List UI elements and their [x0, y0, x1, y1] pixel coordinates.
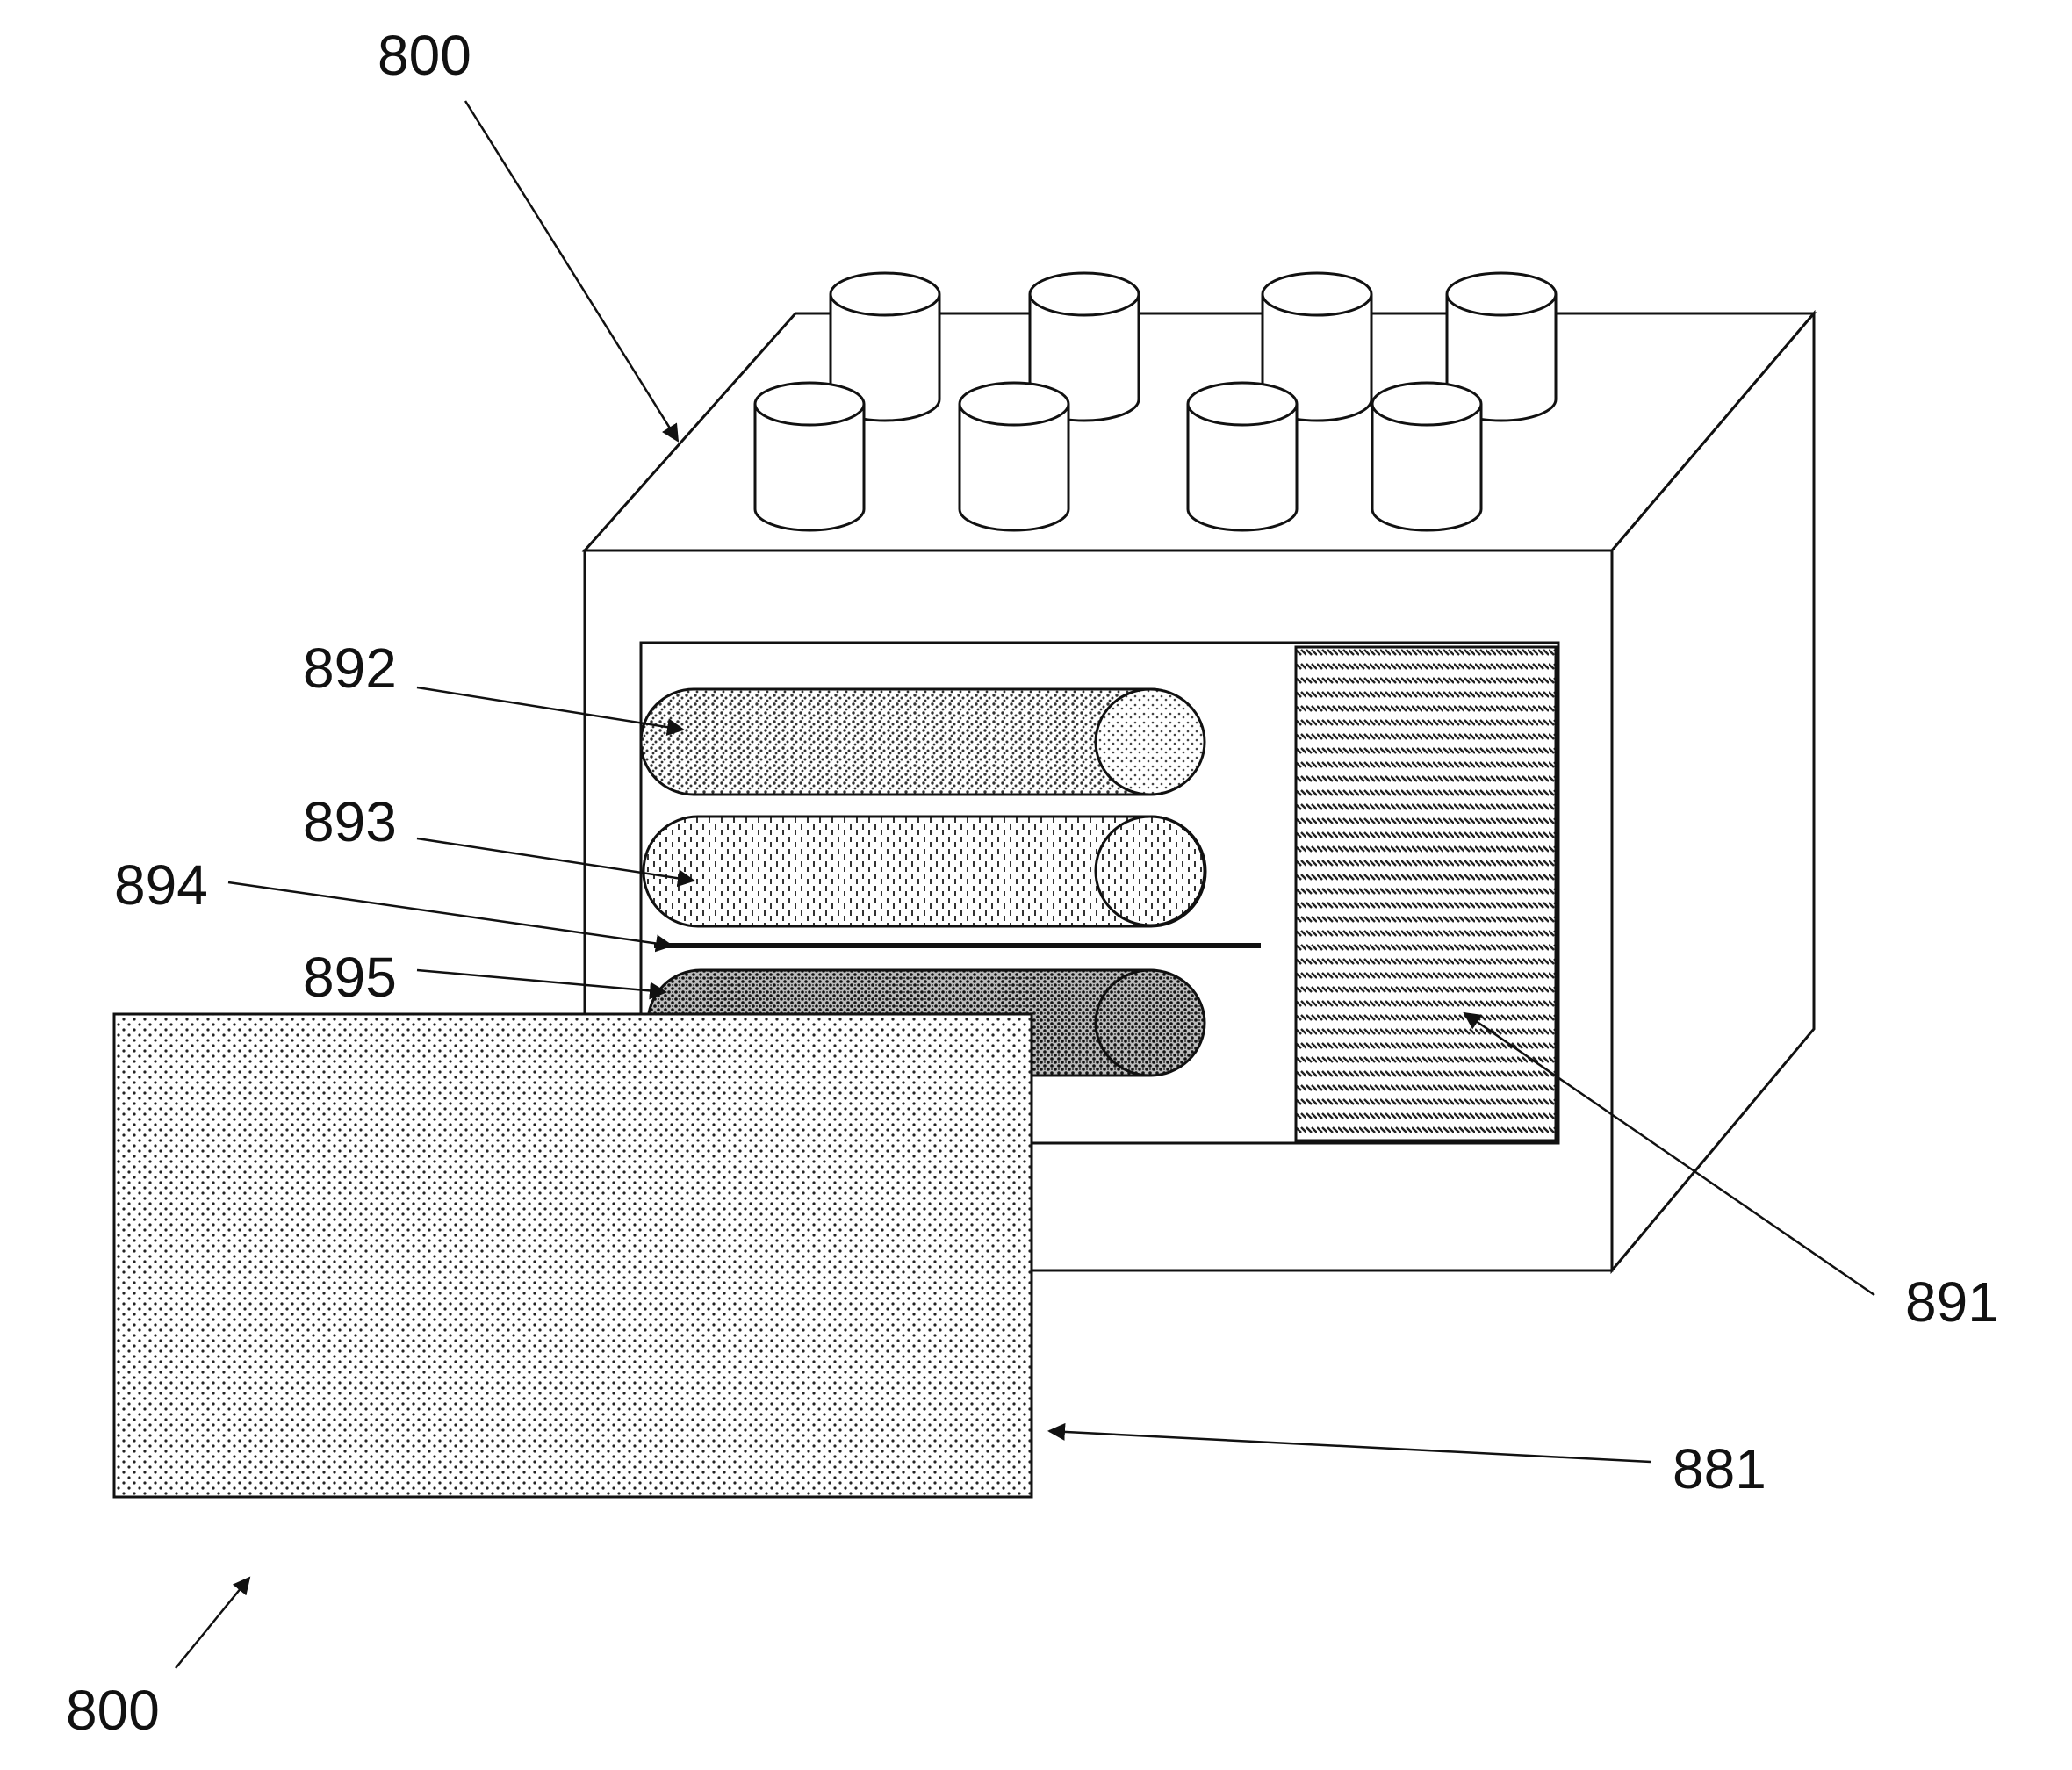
cylinder [1188, 383, 1297, 530]
tube-middle [644, 817, 1205, 926]
cylinder [1372, 383, 1481, 530]
leader-881 [1049, 1431, 1651, 1462]
label-894: 894 [114, 853, 208, 917]
leader-800-top [465, 101, 678, 441]
label-892: 892 [303, 637, 397, 700]
leader-800-bottom [176, 1578, 249, 1668]
label-800-bottom: 800 [66, 1679, 160, 1742]
cylinder [755, 383, 864, 530]
label-800-top: 800 [378, 24, 471, 87]
tube-top [641, 689, 1205, 795]
side-panel [1296, 647, 1556, 1140]
front-panel [114, 1014, 1032, 1497]
label-891: 891 [1905, 1270, 1999, 1334]
label-881: 881 [1673, 1437, 1766, 1500]
cylinder [960, 383, 1068, 530]
label-893: 893 [303, 790, 397, 853]
label-895: 895 [303, 946, 397, 1009]
